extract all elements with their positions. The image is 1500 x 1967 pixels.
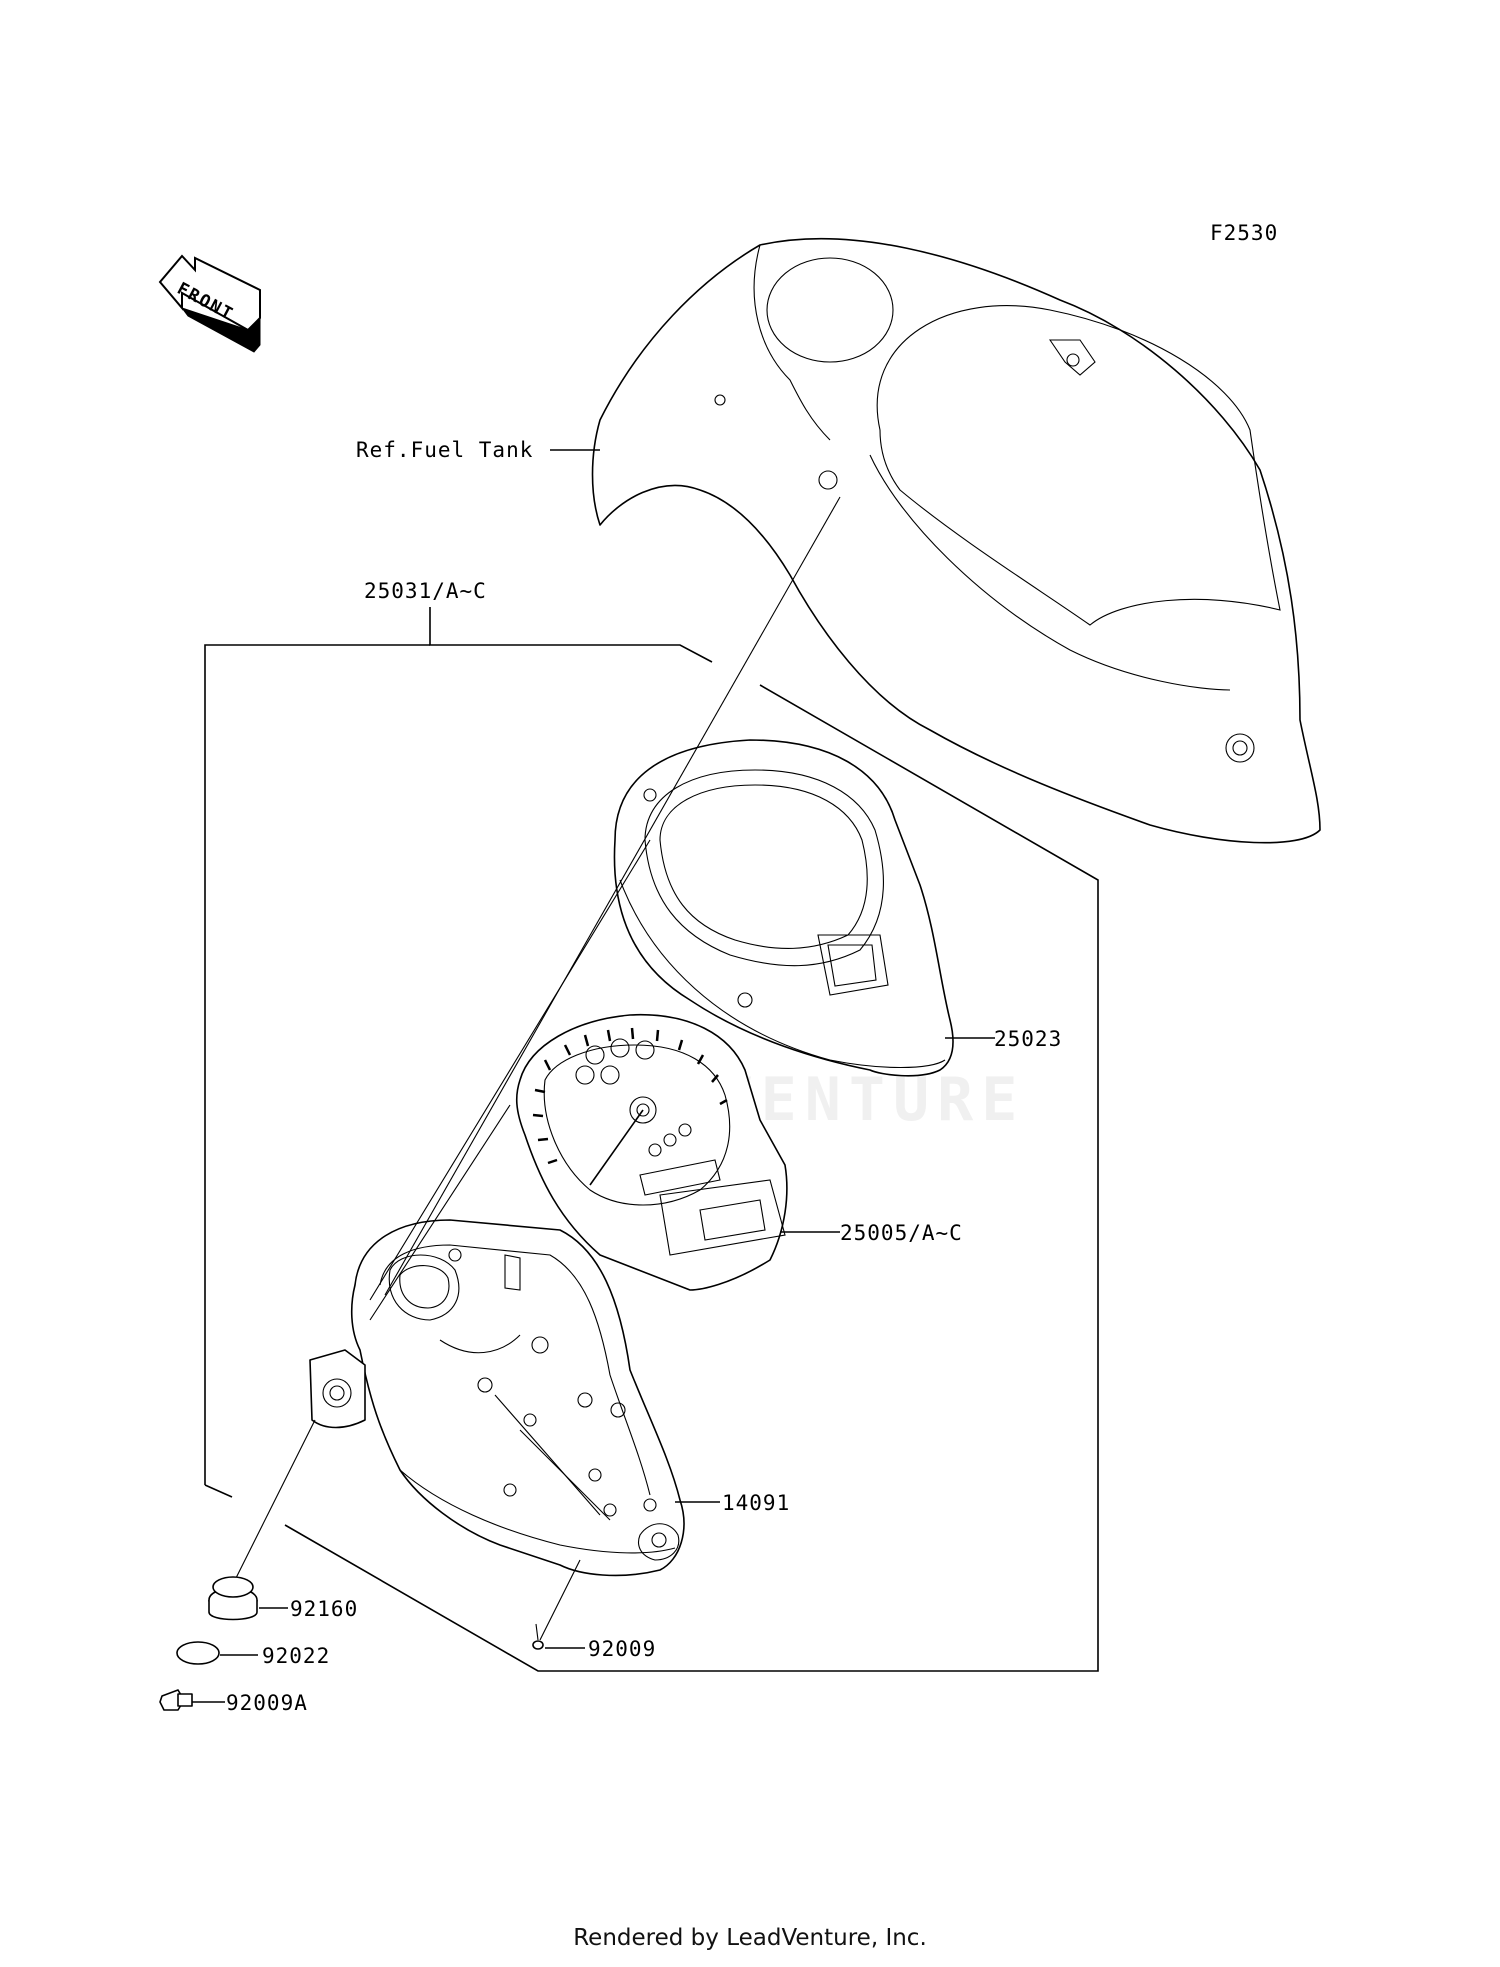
callout-grommet-92160: 92160 (290, 1597, 358, 1621)
bolt-92009A (159, 1689, 193, 1711)
callout-washer-92022: 92022 (262, 1644, 330, 1668)
callout-ref-fuel-tank: Ref.Fuel Tank (356, 438, 533, 462)
kit-outline-25031 (204, 607, 1099, 1672)
footer-credit: Rendered by LeadVenture, Inc. (573, 1925, 927, 1951)
callout-bolt-92009A: 92009A (226, 1691, 308, 1715)
meter-assembly-25005 (515, 1013, 788, 1291)
callout-meter-assembly-25005: 25005/A~C (840, 1221, 963, 1245)
washer-92022 (176, 1641, 220, 1665)
callout-kit-25031: 25031/A~C (364, 579, 487, 603)
callout-screw-92009: 92009 (588, 1637, 656, 1661)
screw-92009 (532, 1623, 544, 1650)
lower-case-14091 (309, 1219, 685, 1577)
front-arrow-icon: FRONT (158, 254, 261, 353)
diagram-code: F2530 (1210, 221, 1278, 245)
meter-case-25023 (613, 739, 954, 1077)
callout-lower-case-14091: 14091 (722, 1491, 790, 1515)
callout-meter-case-25023: 25023 (994, 1027, 1062, 1051)
grommet-92160 (208, 1576, 258, 1621)
fuel-tank-cover (591, 237, 1321, 844)
